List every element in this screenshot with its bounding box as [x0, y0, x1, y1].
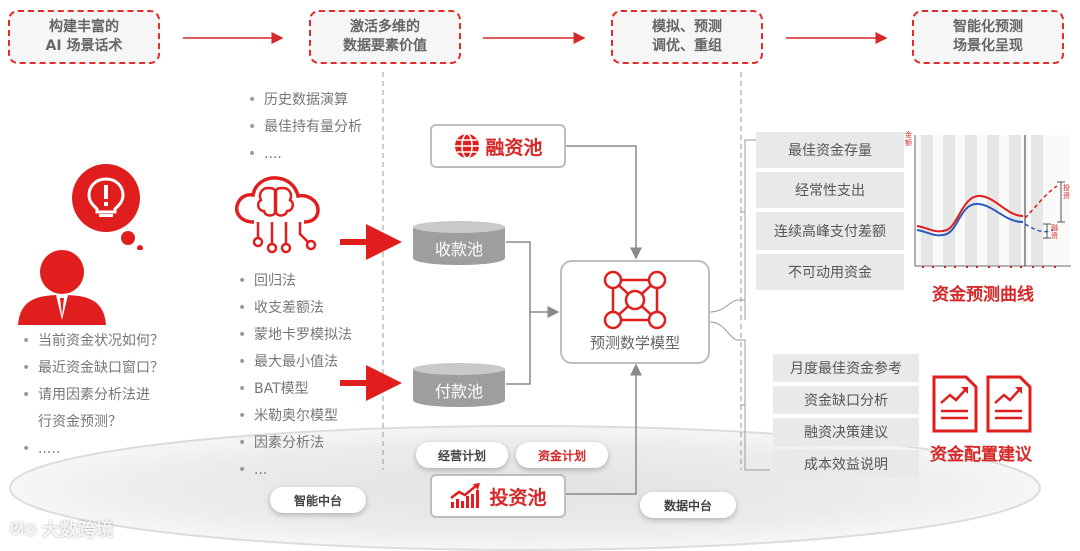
stage-data-elements: 激活多维的 数据要素价值 [309, 10, 461, 64]
output-panel: 成本效益说明 [773, 450, 919, 478]
allocation-title: 资金配置建议 [930, 445, 1032, 465]
list-item: •米勒奥尔模型 [238, 408, 338, 424]
investment-pool: 投资池 [430, 474, 566, 518]
output-panel: 最佳资金存量 [756, 132, 904, 168]
list-item: •收支差额法 [238, 300, 324, 316]
list-item: •因素分析法 [238, 435, 324, 451]
list-item: •BAT模型 [238, 381, 309, 397]
watermark-logo-icon: ᘛ◎ [10, 519, 38, 538]
list-item: •... [238, 462, 268, 478]
watermark-text: 大数跨境 [41, 520, 114, 541]
growth-chart-icon [450, 483, 481, 508]
output-panel: 经常性支出 [756, 172, 904, 208]
list-item: •当前资金状况如何？ [22, 333, 164, 349]
chart-finance-label: 融资 [1051, 224, 1058, 240]
list-item: •最佳持有量分析 [248, 119, 362, 135]
list-item: •最大最小值法 [238, 354, 338, 370]
list-item: •历史数据演算 [248, 92, 348, 108]
list-item: •最近资金缺口窗口？ [22, 360, 164, 376]
list-item: •回归法 [238, 273, 296, 289]
question-list: •当前资金状况如何？ •最近资金缺口窗口？ •请用因素分析法进 行资金预测？ •… [22, 328, 192, 463]
list-item: •蒙地卡罗模拟法 [238, 327, 352, 343]
smart-platform-pill: 智能中台 [270, 487, 366, 513]
receipt-pool-label: 收款池 [434, 240, 483, 259]
analysis-list: •历史数据演算 •最佳持有量分析 •.... [248, 87, 388, 168]
person-icon [18, 250, 106, 325]
payment-pool-label: 付款池 [434, 382, 483, 401]
watermark: ᘛ◎ 大数跨境 [10, 516, 114, 542]
chart-invest-label: 投资 [1063, 184, 1070, 200]
lightbulb-icon [82, 176, 130, 220]
capital-plan-pill: 资金计划 [516, 442, 608, 468]
stage-simulate-predict: 模拟、预测 调优、重组 [611, 10, 763, 64]
prediction-model-label: 预测数学模型 [589, 334, 680, 352]
output-panel: 资金缺口分析 [773, 386, 919, 414]
receipt-pool: 收款池 [412, 220, 506, 266]
output-panel: 月度最佳资金参考 [773, 354, 919, 382]
list-item: •..... [22, 441, 61, 457]
data-platform-pill: 数据中台 [640, 492, 736, 518]
stage-ai-scenario: 构建丰富的 AI 场景话术 [8, 10, 160, 64]
ai-brain-cloud-icon [235, 176, 320, 254]
methods-list: •回归法 •收支差额法 •蒙地卡罗模拟法 •最大最小值法 •BAT模型 •米勒奥… [238, 268, 388, 484]
business-plan-pill: 经营计划 [416, 442, 508, 468]
financing-pool-label: 融资池 [485, 136, 543, 159]
forecast-curve-title: 资金预测曲线 [932, 285, 1034, 305]
output-panel: 不可动用资金 [756, 254, 904, 290]
network-model-icon [603, 270, 667, 330]
chart-ylabel: 金额 [905, 131, 912, 147]
report-document-icon [932, 375, 978, 433]
investment-pool-label: 投资池 [489, 486, 547, 509]
list-item: •请用因素分析法进 行资金预测？ [22, 387, 150, 430]
list-item: •.... [248, 146, 282, 162]
stage-intelligent-presentation: 智能化预测 场景化呈现 [912, 10, 1064, 64]
database-cylinder-icon [413, 221, 505, 265]
output-panel: 融资决策建议 [773, 418, 919, 446]
report-document-icon [986, 375, 1032, 433]
globe-icon [455, 133, 480, 159]
output-panel: 连续高峰支付差额 [756, 212, 904, 250]
financing-pool: 融资池 [430, 124, 566, 168]
prediction-model: 预测数学模型 [560, 260, 710, 364]
forecast-curve-chart [914, 135, 1071, 268]
database-cylinder-icon [413, 363, 505, 407]
payment-pool: 付款池 [412, 362, 506, 408]
